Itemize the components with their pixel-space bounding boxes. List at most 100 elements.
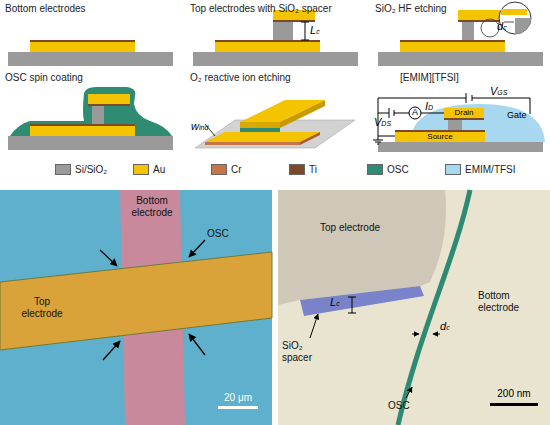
scale-bar-label: 200 nm [488,388,540,400]
top-electrode-step-part [301,22,309,23]
transistor-circuit-part-part [389,108,390,118]
hf-etching-step-part [378,52,543,66]
transistor-circuit-part-part [377,144,379,145]
top-electrode-step-part [215,40,320,42]
legend-text: Cr [231,164,242,175]
hf-etching-step-part [481,19,499,37]
hf-etching-step-part [515,18,531,34]
ammeter-symbol: A [410,107,420,118]
transistor-circuit-part-part [421,113,444,114]
optical-micrograph [0,190,272,425]
dimension-label: Lc [310,24,320,38]
legend-swatch [289,164,305,175]
dimension-label: wind [191,120,208,134]
sem-micrograph-part [278,190,550,425]
legend-swatch [445,164,461,175]
legend-swatch [211,164,227,175]
panel-title: Top electrodes with SiO₂ spacer [190,3,360,15]
legend-entry: OSC [367,163,409,175]
legend-entry: Si/SiO₂ [55,163,107,175]
ion-etching-step-part [240,122,280,128]
legend-swatch [133,164,149,175]
legend-entry: EMIM/TFSI [445,163,516,175]
transistor-circuit-part [444,118,484,120]
dimension-label: Lc [330,296,340,310]
optical-micrograph-part [100,240,205,360]
panel-title: OSC spin coating [5,72,175,84]
transistor-circuit-part-part [472,95,473,101]
transistor-circuit-part-part [394,113,409,114]
ion-etching-step [195,100,355,148]
transistor-circuit-part [444,108,484,118]
dimension-label: dc [440,320,450,334]
transistor-circuit-part [395,130,485,132]
top-electrode-step-part [215,42,320,52]
step-panel: Top electrodes with SiO₂ spacer [190,3,360,15]
region-label: OSC [388,400,410,412]
legend-entry: Cr [211,163,242,175]
step-panel: OSC spin coating [5,72,175,84]
legend-text: Au [153,164,165,175]
top-electrode-step-part [273,22,293,40]
bottom-electrode-step [8,40,173,66]
region-label: OSC [207,228,229,240]
optical-micrograph-part [0,190,272,425]
legend-entry: Au [133,163,165,175]
transistor-circuit-part-part [378,98,466,99]
osc-coating-step-part [30,126,135,136]
sem-micrograph-part-part [348,313,356,314]
osc-coating-step-part [88,104,130,106]
transistor-circuit [373,93,545,152]
ion-etching-step-part [195,120,355,148]
region-label: Top electrode [320,222,400,234]
osc-coating-step-part [30,124,135,126]
osc-coating-step-part [8,136,173,150]
legend-text: Ti [309,164,317,175]
transistor-circuit-part-part [378,136,379,140]
bottom-electrode-step-part [30,40,135,42]
scale-bar-label: 20 μm [213,392,263,404]
ion-etching-step-part [205,142,300,145]
bottom-electrode-step-part [8,52,173,66]
panel-title: O₂ reactive ion etching [190,72,360,84]
optical-micrograph-part [0,252,272,350]
hf-etching-step-part [458,20,500,22]
osc-coating-step [8,87,173,150]
hf-etching-step-part [501,9,527,15]
top-electrode-step-part [305,22,306,40]
sem-micrograph-part [310,297,440,398]
panel-title: SiO₂ HF etching [375,3,485,15]
optical-micrograph-part [218,406,258,409]
hf-etching-step-part [462,22,474,40]
optical-micrograph-part-part [189,240,205,257]
osc-coating-step-part [10,87,172,136]
sem-micrograph-part-part [352,297,353,313]
region-label: Top electrode [12,296,72,320]
hf-etching-step-part [504,22,514,23]
current-label: ID [425,100,433,114]
legend-text: EMIM/TFSI [465,164,516,175]
bottom-electrode-step-part [30,42,135,52]
transistor-circuit-part [378,142,543,152]
legend-entry: Ti [289,163,317,175]
region-label: Bottom electrode [122,195,182,219]
top-electrode-step-part [193,52,358,66]
legend-swatch [367,164,383,175]
sem-micrograph-part [278,190,446,305]
region-label: Bottom electrode [478,290,548,314]
hf-etching-step-part [400,42,505,52]
transistor-circuit-part-part [466,93,467,103]
sem-micrograph-part-part [310,314,318,338]
sem-micrograph [278,190,550,425]
osc-coating-step-part [92,106,104,124]
legend-text: OSC [387,164,409,175]
transistor-circuit-part-part [375,142,381,143]
legend-text: Si/SiO₂ [75,164,107,175]
optical-micrograph-part-part [189,334,205,355]
sem-micrograph-part-part [406,387,412,398]
ion-etching-step-part [240,128,280,132]
transistor-circuit-part [395,132,485,142]
ion-etching-step-part [280,100,325,128]
top-electrode-step [193,10,358,66]
